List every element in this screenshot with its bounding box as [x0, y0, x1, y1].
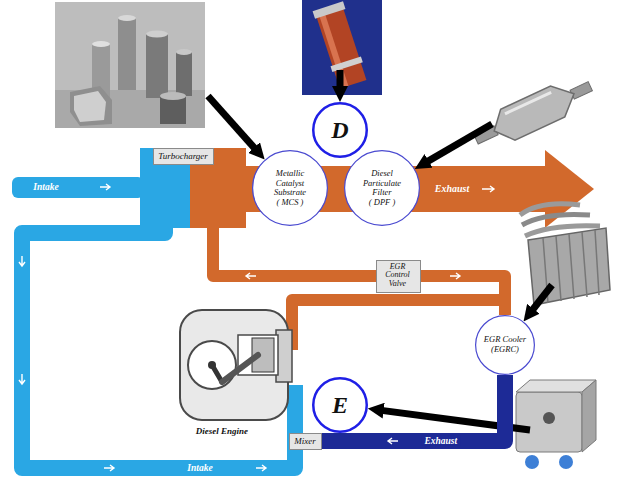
cylinder-band: [313, 1, 346, 18]
circle-outline: [313, 103, 367, 157]
substrate-cylinder: [146, 34, 168, 98]
node-body: Diesel Particulate Filter( DPF ): [356, 169, 408, 207]
node-body: Metallic Catalyst Substrate( MCS ): [264, 169, 316, 207]
node-body: D: [325, 117, 355, 144]
valve-box: EGR Control Valve: [376, 260, 421, 293]
substrate-cylinder: [176, 52, 192, 96]
mixer-box: Mixer: [289, 433, 322, 450]
pointer-arrow: [423, 124, 492, 164]
node-text: Metallic Catalyst Substrate: [264, 169, 316, 198]
flow-arrow: [482, 186, 494, 192]
node-text: D: [331, 117, 348, 144]
component-circle: Metallic Catalyst Substrate( MCS ): [252, 150, 328, 226]
flow-arrow: [100, 184, 110, 190]
flow-label: Intake: [187, 463, 212, 473]
substrate-cylinder: [160, 96, 186, 124]
substrate-cylinder: [146, 31, 168, 38]
flow-label: Exhaust: [435, 183, 469, 194]
crankcase: [188, 341, 236, 389]
node-text: E: [332, 392, 348, 419]
filter-photo: [469, 71, 598, 155]
callout-circle: E: [312, 377, 368, 433]
flow-arrow: [246, 273, 256, 279]
circle-outline: [253, 151, 328, 226]
pointer-arrow: [337, 70, 344, 92]
node-text: EGR Control Valve: [381, 263, 415, 290]
flow-label: Intake: [33, 182, 58, 192]
crank-pin: [208, 361, 216, 369]
flow-arrow: [256, 465, 266, 471]
flow-arrow: [388, 438, 398, 444]
component-circle: EGR Cooler(EGRC): [475, 315, 535, 375]
turbocharger-box: Turbocharger: [153, 148, 214, 165]
flow-arrow: [19, 374, 25, 384]
node-body: Mixer: [294, 436, 317, 446]
substrate-cylinder: [176, 49, 192, 55]
blue-fitting: [525, 455, 539, 469]
node-body: EGR Cooler(EGRC): [483, 335, 527, 354]
pipe-label: Exhaust: [421, 436, 460, 446]
node-text: EGR Cooler: [484, 335, 526, 345]
engine-block: [180, 310, 288, 420]
node-text: Turbocharger: [158, 151, 208, 161]
circle-outline: [345, 151, 420, 226]
node-body: E: [325, 392, 355, 419]
cylinder-band: [330, 56, 362, 72]
substrate-cylinder: [160, 92, 186, 100]
substrate-cylinder: [92, 41, 110, 47]
substrate-block: [70, 86, 112, 126]
substrate-cylinder: [118, 18, 136, 90]
flow-arrow: [19, 256, 25, 266]
flow-label: Diesel Engine: [196, 427, 248, 437]
pointer-arrow: [530, 285, 552, 314]
filter-housing: [487, 78, 581, 146]
mixer-block-side: [582, 380, 596, 452]
circle-outline: [476, 316, 535, 375]
port-hole: [543, 412, 555, 424]
substrate-cylinder: [118, 15, 136, 21]
cylinder-photo: [302, 0, 382, 95]
cylinder-highlight: [319, 12, 349, 88]
intake-pipe: [22, 222, 295, 468]
node-text: Mixer: [294, 436, 316, 446]
node-text: ( DPF ): [369, 198, 395, 208]
pipe-connector: [421, 276, 506, 315]
cooler-body: [528, 228, 610, 305]
component-circle: Diesel Particulate Filter( DPF ): [344, 150, 420, 226]
intake-pipe: [12, 177, 144, 198]
callout-circle: D: [312, 102, 368, 158]
circle-outline: [313, 378, 367, 432]
flow-arrow: [450, 273, 460, 279]
pointer-arrow: [208, 96, 258, 152]
node-text: ( MCS ): [277, 198, 304, 208]
node-body: Turbocharger: [158, 151, 209, 161]
blue-fitting: [559, 455, 573, 469]
substrate-photo: [55, 2, 205, 128]
substrate-block: [74, 91, 106, 122]
connecting-rod: [222, 355, 258, 382]
node-text: (EGRC): [491, 345, 519, 355]
mixer-block: [516, 392, 582, 452]
egr-pipe: [213, 224, 380, 276]
node-body: EGR Control Valve: [381, 263, 415, 290]
egr-pipe: [292, 300, 505, 350]
flow-arrows: [19, 184, 494, 471]
node-text: Diesel Particulate Filter: [356, 169, 408, 198]
cooler-fins: [543, 230, 599, 303]
flow-arrow: [104, 465, 114, 471]
housing-highlight: [505, 92, 551, 114]
